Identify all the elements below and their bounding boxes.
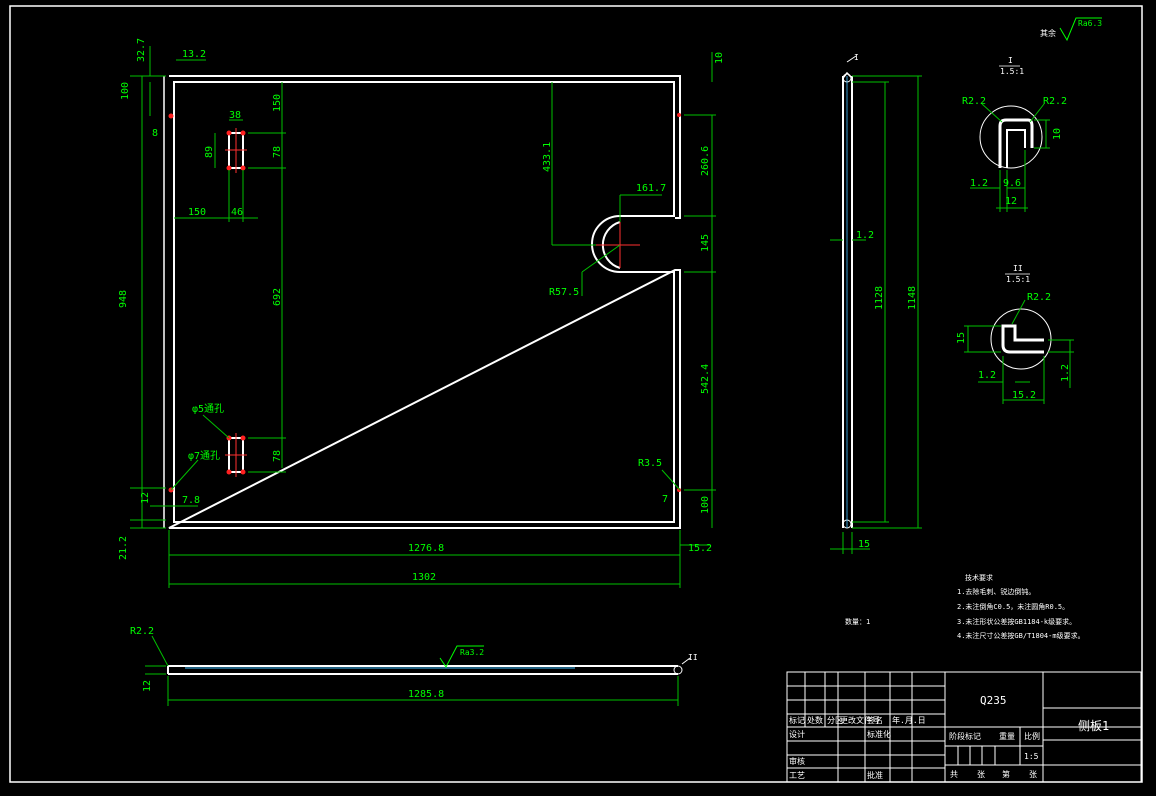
svg-text:260.6: 260.6	[700, 146, 711, 176]
svg-text:9.6: 9.6	[1003, 178, 1021, 189]
svg-text:145: 145	[700, 234, 711, 252]
svg-text:比例: 比例	[1024, 731, 1040, 741]
svg-text:I: I	[854, 53, 859, 62]
svg-text:78: 78	[272, 146, 283, 158]
svg-text:R3.5: R3.5	[638, 458, 662, 469]
svg-text:重量: 重量	[999, 731, 1015, 741]
svg-text:3.未注形状公差按GB1184-k级要求。: 3.未注形状公差按GB1184-k级要求。	[957, 617, 1076, 626]
svg-text:1148: 1148	[907, 286, 918, 310]
svg-text:161.7: 161.7	[636, 183, 666, 194]
svg-text:阶段标记: 阶段标记	[949, 731, 981, 741]
svg-text:15.2: 15.2	[1012, 390, 1036, 401]
slot-top	[225, 128, 247, 173]
svg-text:张: 张	[1029, 770, 1037, 779]
drawing-frame	[9, 5, 1143, 783]
svg-text:更改文件号: 更改文件号	[840, 715, 880, 725]
drawing-title: 侧板1	[1078, 719, 1109, 733]
bottom-view: II Ra3.2 R2.2 12 1285.8	[130, 626, 698, 706]
side-view: I 1.2 1128 1148 15	[830, 53, 922, 554]
svg-text:Ra3.2: Ra3.2	[460, 648, 484, 657]
svg-text:1128: 1128	[874, 286, 885, 310]
svg-text:15: 15	[956, 332, 967, 344]
svg-text:46: 46	[231, 207, 243, 218]
svg-text:1.5:1: 1.5:1	[1006, 275, 1030, 284]
svg-text:21.2: 21.2	[118, 536, 129, 560]
svg-text:12: 12	[140, 492, 151, 504]
svg-text:数量：1: 数量：1	[845, 617, 870, 626]
svg-text:技术要求: 技术要求	[965, 573, 993, 582]
roughness-symbol-top: 其余 Ra6.3	[1040, 17, 1102, 42]
svg-text:φ5通孔: φ5通孔	[192, 403, 224, 415]
svg-text:8: 8	[152, 128, 158, 139]
svg-text:542.4: 542.4	[700, 364, 711, 394]
svg-text:1.2: 1.2	[856, 230, 874, 241]
svg-text:R2.2: R2.2	[1043, 96, 1067, 107]
material-text: Q235	[980, 694, 1007, 707]
svg-text:R57.5: R57.5	[549, 287, 579, 298]
svg-text:948: 948	[118, 290, 129, 308]
svg-text:4.未注尺寸公差按GB/T1804-m级要求。: 4.未注尺寸公差按GB/T1804-m级要求。	[957, 631, 1085, 640]
svg-text:150: 150	[188, 207, 206, 218]
svg-text:分区: 分区	[827, 716, 843, 725]
title-block: 标记 处数 分区 更改文件号 签名 年.月.日 设计 标准化 审核 工艺 批准 …	[786, 671, 1142, 783]
svg-text:张: 张	[977, 770, 985, 779]
svg-text:1285.8: 1285.8	[408, 689, 444, 700]
svg-text:10: 10	[1052, 128, 1063, 140]
svg-text:2.未注倒角C0.5，未注圆角R0.5。: 2.未注倒角C0.5，未注圆角R0.5。	[957, 602, 1069, 611]
svg-text:89: 89	[204, 146, 215, 158]
svg-text:1.2: 1.2	[978, 370, 996, 381]
svg-text:1.5:1: 1.5:1	[1000, 67, 1024, 76]
svg-text:13.2: 13.2	[182, 49, 206, 60]
svg-text:100: 100	[120, 82, 131, 100]
svg-text:692: 692	[272, 288, 283, 306]
svg-text:1302: 1302	[412, 572, 436, 583]
svg-text:批准: 批准	[867, 770, 883, 780]
svg-text:R2.2: R2.2	[962, 96, 986, 107]
svg-text:150: 150	[272, 94, 283, 112]
svg-text:II: II	[1013, 264, 1023, 273]
svg-text:15: 15	[858, 539, 870, 550]
slot-bottom	[225, 433, 247, 477]
technical-notes: 技术要求 1.去除毛刺、锐边倒钝。 2.未注倒角C0.5，未注圆角R0.5。 3…	[957, 573, 1085, 640]
svg-text:32.7: 32.7	[136, 38, 147, 62]
front-view: 32.7 13.2 100 8 38 89 78 150 150 46 948 …	[118, 38, 725, 588]
svg-text:其余: 其余	[1040, 28, 1056, 38]
plate-outline	[168, 75, 681, 529]
svg-text:I: I	[1008, 56, 1013, 65]
svg-text:II: II	[688, 653, 698, 662]
svg-text:处数: 处数	[807, 715, 823, 725]
svg-text:1.2: 1.2	[970, 178, 988, 189]
svg-text:R2.2: R2.2	[1027, 292, 1051, 303]
svg-text:签名: 签名	[867, 715, 883, 725]
svg-text:工艺: 工艺	[789, 771, 805, 780]
svg-text:Ra6.3: Ra6.3	[1078, 19, 1102, 28]
svg-text:1.2: 1.2	[1060, 364, 1071, 382]
svg-text:共: 共	[950, 770, 958, 779]
svg-text:15.2: 15.2	[688, 543, 712, 554]
svg-text:433.1: 433.1	[542, 142, 553, 172]
svg-text:100: 100	[700, 496, 711, 514]
svg-text:38: 38	[229, 110, 241, 121]
svg-text:1.去除毛刺、锐边倒钝。: 1.去除毛刺、锐边倒钝。	[957, 587, 1035, 596]
svg-text:1:5: 1:5	[1024, 752, 1039, 761]
detail-ii: II 1.5:1 R2.2 15 1.2 1.2 15.2	[956, 264, 1074, 404]
svg-text:标记: 标记	[789, 715, 805, 725]
svg-text:年.月.日: 年.月.日	[892, 715, 926, 725]
svg-text:R2.2: R2.2	[130, 626, 154, 637]
svg-text:7: 7	[662, 494, 668, 505]
svg-text:78: 78	[272, 450, 283, 462]
svg-text:1276.8: 1276.8	[408, 543, 444, 554]
svg-text:7.8: 7.8	[182, 495, 200, 506]
svg-text:12: 12	[142, 680, 153, 692]
svg-text:φ7通孔: φ7通孔	[188, 450, 220, 462]
detail-i: I 1.5:1 R2.2 R2.2 10 1.2 9.6 12	[962, 56, 1067, 212]
svg-text:设计: 设计	[789, 729, 805, 739]
svg-text:第: 第	[1002, 769, 1010, 779]
svg-text:审核: 审核	[789, 756, 805, 766]
svg-text:标准化: 标准化	[867, 729, 891, 739]
svg-text:12: 12	[1005, 196, 1017, 207]
svg-text:10: 10	[714, 52, 725, 64]
